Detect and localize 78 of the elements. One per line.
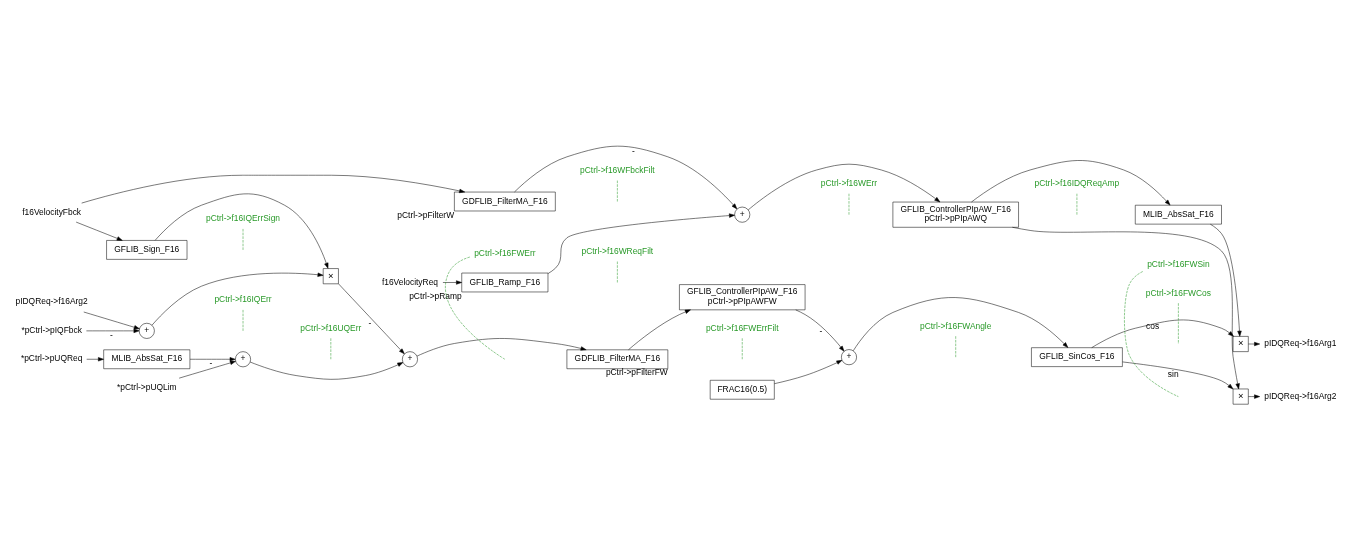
node-circle: + bbox=[841, 349, 857, 366]
arrow bbox=[189, 357, 236, 362]
node-box: FRAC16(0.5) bbox=[709, 380, 775, 400]
arrow bbox=[795, 309, 845, 352]
arrow bbox=[81, 174, 465, 204]
node-box: GFLIB_ControllerPIpAW_F16 pCtrl->pPIpAWQ bbox=[892, 201, 1019, 228]
node-text: pCtrl->f16IQErr bbox=[214, 294, 272, 305]
edge-label: - bbox=[819, 326, 823, 337]
arrow bbox=[747, 163, 941, 211]
edge-label: - bbox=[209, 357, 213, 368]
node-label: pCtrl->pFilterFW bbox=[605, 367, 668, 378]
arrow bbox=[442, 280, 462, 285]
connector bbox=[1124, 271, 1179, 397]
arrow bbox=[514, 145, 738, 210]
edge-label: sin bbox=[1167, 368, 1179, 379]
arrow bbox=[1091, 319, 1234, 348]
node-box: GFLIB_Sign_F16 bbox=[106, 240, 188, 260]
node-box: GDFLIB_FilterMA_F16 bbox=[454, 191, 556, 212]
edge-label: cos bbox=[1146, 321, 1160, 332]
node-label: pCtrl->pRamp bbox=[409, 290, 462, 301]
node-text: pCtrl->f16FWSin bbox=[1147, 259, 1210, 270]
edge-label: - bbox=[368, 317, 372, 328]
node-box: × bbox=[1232, 388, 1249, 405]
node-text: *pCtrl->pUQLim bbox=[117, 381, 177, 392]
arrow bbox=[86, 328, 140, 333]
arrow bbox=[86, 357, 104, 362]
arrow bbox=[774, 360, 843, 384]
node-text: pCtrl->f16FWCos bbox=[1145, 287, 1211, 298]
node-text: pCtrl->f16FWErr bbox=[474, 248, 536, 259]
node-text: pCtrl->f16FWAngle bbox=[920, 320, 992, 331]
node-circle: + bbox=[402, 351, 418, 368]
node-text: pCtrl->f16UQErr bbox=[300, 322, 362, 333]
node-text: pCtrl->f16IDQReqAmp bbox=[1034, 178, 1120, 189]
node-text: pCtrl->f16FWErrFilt bbox=[705, 322, 779, 333]
arrow bbox=[75, 221, 123, 241]
node-label: pCtrl->pFilterW bbox=[397, 209, 455, 220]
node-box: GFLIB_ControllerPIpAW_F16 pCtrl->pPIpAWFW bbox=[679, 284, 806, 311]
edge-label: - bbox=[109, 329, 113, 340]
node-text: pIDQReq->f16Arg1 bbox=[1264, 338, 1337, 349]
arrow bbox=[338, 283, 405, 355]
node-circle: + bbox=[235, 351, 251, 368]
node-text: pCtrl->f16WReqFilt bbox=[581, 246, 654, 256]
arrow bbox=[1248, 341, 1260, 347]
arrow bbox=[547, 213, 735, 274]
node-text: pCtrl->f16WErr bbox=[820, 178, 878, 189]
node-text: *pCtrl->pIQFbck bbox=[21, 324, 82, 335]
node-box: × bbox=[322, 268, 339, 285]
node-box: MLIB_AbsSat_F16 bbox=[103, 349, 191, 369]
arrow bbox=[249, 361, 404, 380]
node-box: GFLIB_SinCos_F16 bbox=[1031, 347, 1123, 367]
arrow bbox=[853, 297, 1069, 351]
node-circle: + bbox=[138, 323, 155, 339]
arrow bbox=[178, 360, 236, 379]
arrow bbox=[1210, 223, 1242, 337]
arrow bbox=[416, 338, 587, 357]
edge-label: - bbox=[631, 146, 635, 157]
node-box: GFLIB_Ramp_F16 bbox=[461, 272, 549, 293]
arrow bbox=[154, 193, 329, 269]
node-text: f16VelocityReq bbox=[381, 276, 438, 287]
arrow bbox=[1012, 227, 1240, 390]
node-text: pCtrl->f16WFbckFilt bbox=[580, 165, 655, 176]
node-text: f16VelocityFbck bbox=[22, 206, 82, 217]
arrow bbox=[1248, 394, 1260, 399]
arrow bbox=[628, 309, 691, 350]
connector bbox=[1178, 302, 1179, 345]
node-box: × bbox=[1232, 336, 1249, 352]
arrow bbox=[971, 160, 1171, 206]
node-box: GDFLIB_FilterMA_F16 bbox=[566, 349, 669, 369]
node-text: pCtrl->f16IQErrSign bbox=[205, 213, 281, 224]
connector bbox=[445, 256, 506, 360]
node-text: pIDQReq->f16Arg2 bbox=[1264, 390, 1337, 401]
node-text: pIDQReq->f16Arg2 bbox=[15, 296, 88, 307]
node-text: *pCtrl->pUQReq bbox=[20, 353, 83, 364]
node-circle: + bbox=[734, 206, 751, 223]
arrow bbox=[83, 311, 140, 330]
arrow bbox=[151, 272, 324, 326]
arrow bbox=[1122, 361, 1234, 390]
node-box: MLIB_AbsSat_F16 bbox=[1135, 204, 1222, 225]
